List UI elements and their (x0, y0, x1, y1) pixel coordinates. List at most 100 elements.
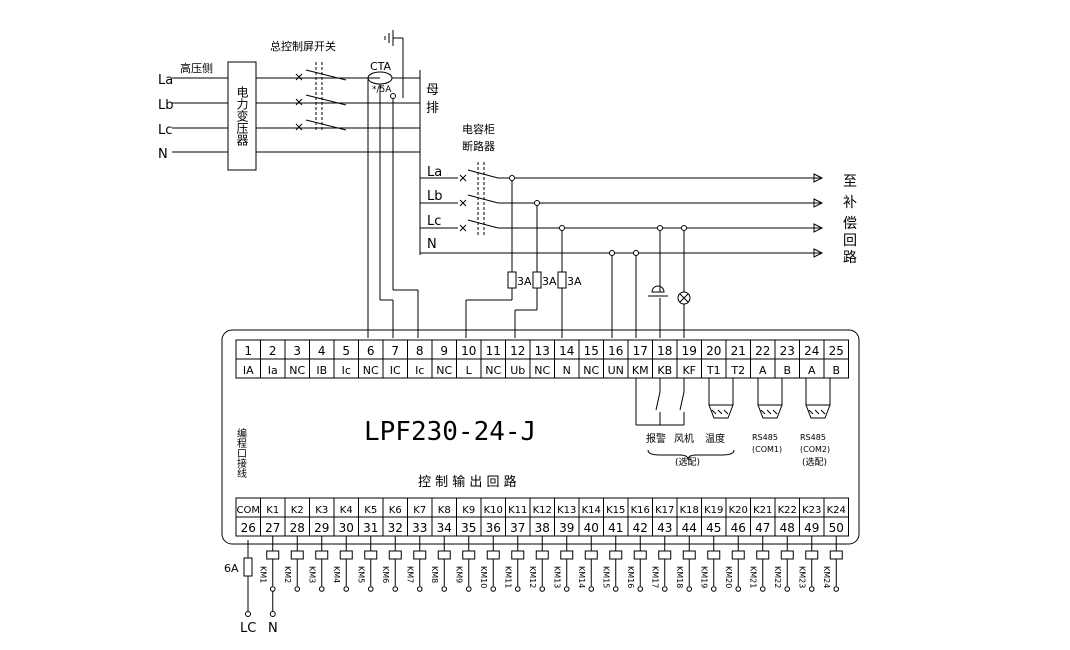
contactor-coil-icon (584, 550, 598, 560)
main-switch-label: 总控制屏开关 (270, 39, 336, 53)
terminal-label: NC (583, 364, 599, 377)
contactor-coil-icon (829, 550, 843, 560)
contactor-terminal-dot (367, 586, 374, 592)
contactor-coil-icon (462, 550, 476, 560)
terminal-number: 20 (706, 344, 721, 358)
output-terminal-number: 35 (461, 521, 476, 535)
contactor-coil-icon (805, 550, 819, 560)
branch-line-n: N (427, 237, 437, 252)
temperature-sensor-icon (708, 378, 734, 419)
contactor-terminal-dot (294, 586, 301, 592)
lc-terminal-dot (245, 611, 251, 617)
supply-label-n: N (268, 621, 278, 636)
output-terminal-label: K20 (729, 505, 748, 516)
branch-line-la: La (427, 165, 442, 180)
terminal-label: IC (390, 364, 401, 377)
contactor-terminal-dot (539, 586, 546, 592)
terminal-number: 4 (318, 344, 326, 358)
contactor-label: KM13 (552, 566, 561, 588)
output-terminal-number: 34 (437, 521, 452, 535)
source-line-lc: Lc (158, 123, 172, 138)
output-terminal-label: K9 (462, 505, 475, 516)
output-terminal-label: K5 (364, 505, 377, 516)
rs485-com1-label: RS485 (752, 433, 778, 442)
output-terminal-label: K18 (680, 505, 699, 516)
supply-label-lc: LC (240, 621, 256, 636)
optional-brace (647, 449, 735, 461)
arrow-icons (813, 173, 824, 258)
output-terminal-number: 48 (780, 521, 795, 535)
contactor-terminal-dot (833, 586, 840, 592)
contactor-coil-icon (731, 550, 745, 560)
output-terminal-label: K3 (315, 505, 328, 516)
terminal-number: 7 (391, 344, 399, 358)
source-line-lb: Lb (158, 98, 174, 113)
contactor-coil-icon (290, 550, 304, 560)
branch-line-lc: Lc (427, 214, 441, 229)
terminal-number: 8 (416, 344, 424, 358)
contactor-coil-icon (535, 550, 549, 560)
contactor-coil-icon (609, 550, 623, 560)
terminal-number: 19 (682, 344, 697, 358)
contactor-coil-icon (437, 550, 451, 560)
rs485-com2-optional: (选配) (802, 456, 827, 468)
output-terminal-number: 26 (241, 521, 256, 535)
fan-label: 风机 (674, 432, 694, 445)
output-terminal-number: 45 (706, 521, 721, 535)
output-terminal-label: K11 (508, 505, 527, 516)
contactor-terminal-dot (441, 586, 448, 592)
contactor-terminal-dot (808, 586, 815, 592)
ct-name: CTA (370, 60, 392, 73)
output-terminal-label: K7 (413, 505, 426, 516)
capacitor-breaker-symbol (459, 162, 499, 235)
contactor-label: KM11 (503, 566, 512, 588)
output-terminal-label: K2 (291, 505, 304, 516)
contactor-label: KM1 (258, 566, 267, 583)
contactor-terminal-dot (318, 586, 325, 592)
contactor-label: KM18 (675, 566, 684, 588)
terminal-number: 14 (559, 344, 574, 358)
terminal-label: T2 (730, 364, 745, 377)
output-terminal-label: COM (237, 505, 260, 516)
contactor-coil-icon (682, 550, 696, 560)
contactor-label: KM17 (650, 566, 659, 588)
terminal-label: UN (608, 364, 624, 377)
terminal-label: Ub (510, 364, 525, 377)
output-terminal-number: 28 (290, 521, 305, 535)
output-terminal-number: 33 (412, 521, 427, 535)
contactor-terminal-dot (588, 586, 595, 592)
output-terminal-number: 31 (363, 521, 378, 535)
output-terminal-number: 32 (388, 521, 403, 535)
terminal-label: IA (243, 364, 254, 377)
relay-contacts (635, 378, 685, 426)
rs485-com2-port: (COM2) (800, 445, 830, 454)
fuse-label-2: 3A (542, 275, 557, 288)
contactor-terminal-dot (637, 586, 644, 592)
contactor-terminal-dot (735, 586, 742, 592)
terminal-label: KB (657, 364, 672, 377)
terminal-number: 6 (367, 344, 375, 358)
terminal-number: 15 (584, 344, 599, 358)
output-terminal-label: K14 (582, 505, 601, 516)
n-terminal-dot (269, 611, 276, 617)
contactor-label: KM20 (724, 566, 733, 588)
output-terminal-number: 41 (608, 521, 623, 535)
contactor-label: KM9 (454, 566, 463, 583)
output-terminal-label: K4 (340, 505, 353, 516)
terminal-number: 12 (510, 344, 525, 358)
ground-icon (384, 30, 404, 98)
contactor-label: KM23 (797, 566, 806, 588)
contactor-coil-icon (315, 550, 329, 560)
terminal-number: 9 (440, 344, 448, 358)
output-terminal-number: 50 (829, 521, 844, 535)
alarm-buzzer-icon (648, 285, 668, 297)
output-section-title: 控 制 输 出 回 路 (418, 474, 517, 490)
contactor-coil-icon (560, 550, 574, 560)
terminal-number: 10 (461, 344, 476, 358)
programming-port-label: 编程口接线 (235, 427, 247, 478)
main-switch-symbol (295, 62, 347, 132)
contactor-label: KM4 (332, 566, 341, 583)
transformer-label: 电力变压器 (235, 86, 249, 147)
output-terminal-label: K13 (557, 505, 576, 516)
contactor-terminal-dot (465, 586, 472, 592)
